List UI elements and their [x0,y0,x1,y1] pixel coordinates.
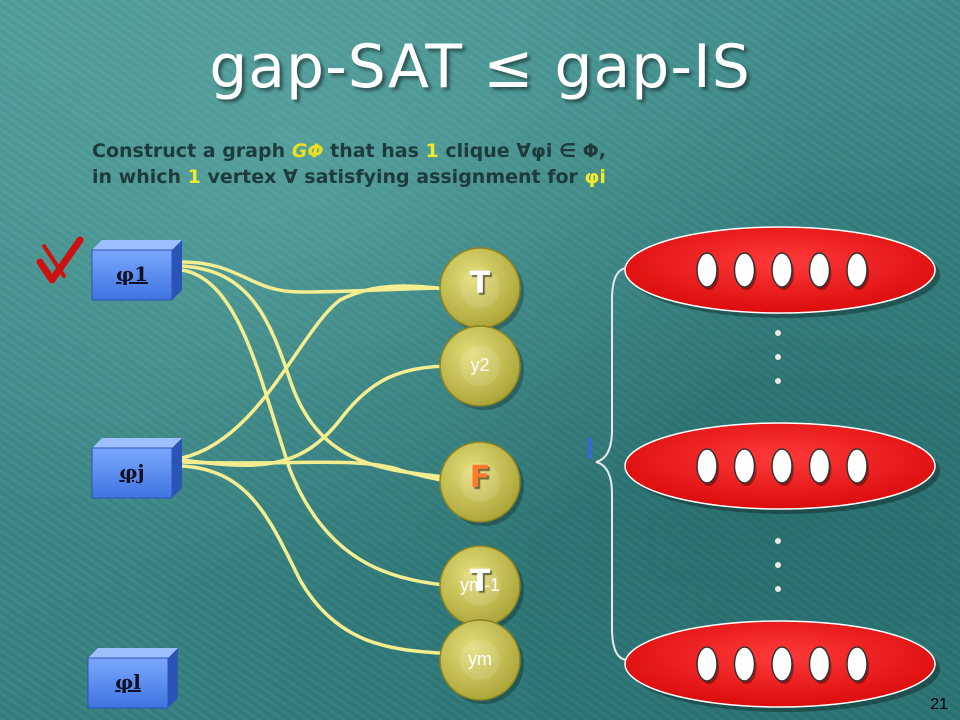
slide-number: 21 [930,696,948,713]
clique-vertex [733,646,756,682]
clique-vertex [696,252,718,288]
clause-box [87,648,178,709]
subtitle-segment: clique ∀φi ∈ Φ, [438,140,606,162]
clause-count-label: l [586,432,594,465]
truth-value: F [469,460,491,495]
clique-vertex [696,448,718,484]
variable-node [439,325,524,410]
truth-value: T [469,564,491,599]
wire [180,464,454,656]
clique-vertex [771,646,793,682]
cliques [624,226,940,712]
wire [180,364,454,467]
brace [595,267,629,661]
clause-box [91,240,182,301]
clique-vertex [771,252,793,288]
clique [624,422,940,514]
subtitle-segment: Construct a graph [92,140,292,162]
clause-box-label: φj [119,460,145,484]
clique-vertex [808,646,831,682]
subtitle-segment: in which [92,166,188,188]
subtitle-segment: 1 [187,166,201,188]
clause-box-label: φ1 [115,262,148,286]
clause-box [91,438,182,499]
clause-boxes [87,240,182,709]
clique-vertex [733,252,756,288]
clique-vertex [771,448,793,484]
subtitle-segment: φi [584,166,606,188]
clique [624,620,940,712]
variable-node-label: ym-1 [460,575,500,595]
subtitle-line-1: Construct a graph GΦ that has 1 clique ∀… [92,138,792,164]
variable-node [439,441,524,526]
truth-value: T [469,266,491,301]
clique [624,226,940,318]
check-mark-icon [36,236,84,284]
variable-node [439,545,524,630]
wire [180,284,454,460]
variable-nodes [439,247,524,704]
subtitle-line-2: in which 1 vertex ∀ satisfying assignmen… [92,164,792,190]
variable-node-label: ym [468,649,492,669]
subtitle-segment: 1 [425,140,439,162]
variable-node [439,247,524,332]
wire [180,460,454,484]
subtitle-segment: GΦ [291,140,324,162]
clique-vertex [846,448,868,484]
variable-node-label: y2 [470,355,490,375]
subtitle-segment: vertex ∀ satisfying assignment for [200,166,585,188]
subtitle-segment: that has [323,140,426,162]
clique-vertex [846,646,868,682]
wire [180,268,454,588]
clique-vertex [808,448,831,484]
variable-node [439,619,524,704]
clique-vertex [733,448,756,484]
clique-vertex [808,252,831,288]
clique-vertex [696,646,718,682]
slide-title: gap-SAT ≤ gap-IS [209,32,751,102]
clause-box-label: φl [115,670,141,694]
slide-subtitle: Construct a graph GΦ that has 1 clique ∀… [92,138,792,190]
wire [180,260,454,294]
vertical-dots [775,330,781,592]
wires [180,260,454,656]
clique-vertex [846,252,868,288]
